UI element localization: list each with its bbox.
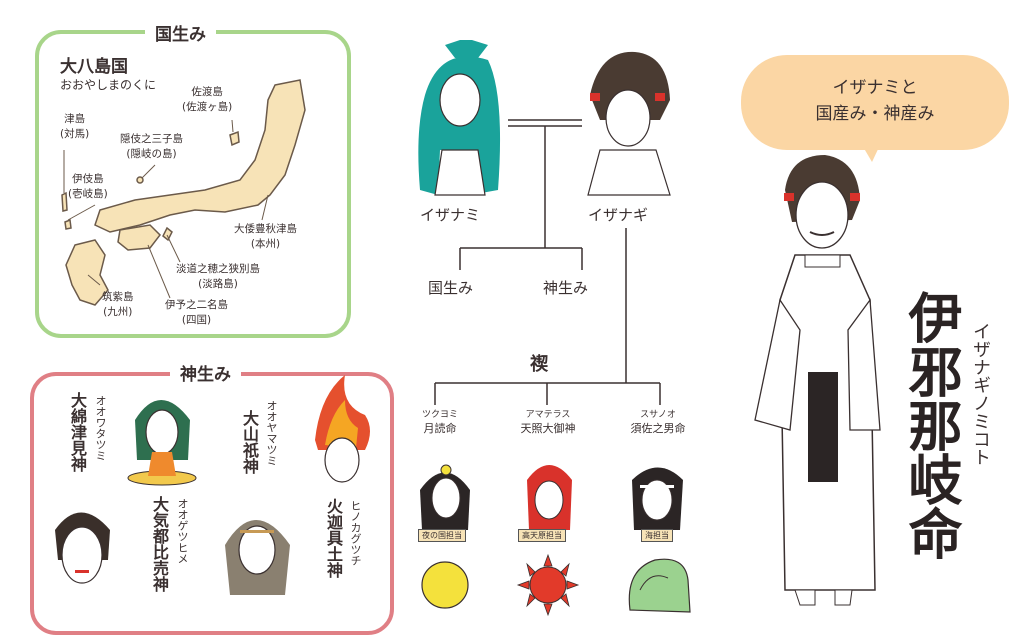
susanoo-portrait xyxy=(632,467,683,530)
kyushu-shape xyxy=(65,239,109,306)
god-reading-owatatsumi: オオワタツミ xyxy=(94,395,107,461)
tsushima-shape xyxy=(61,191,68,212)
kagutsuchi-portrait xyxy=(315,375,370,483)
plaque-tsukuyomi: 夜の国担当 xyxy=(418,529,466,542)
oyashima-reading: おおやしまのくに xyxy=(60,78,157,92)
child-name-amaterasu: 天照大御神 xyxy=(520,422,576,435)
tree-kuniumi-label: 国生み xyxy=(428,279,474,297)
bubble-line-2: 国産み・神産み xyxy=(815,104,935,124)
speech-bubble: イザナミと 国産み・神産み xyxy=(741,55,1009,150)
oki-shape xyxy=(136,176,144,184)
izanagi-portrait xyxy=(587,51,671,196)
island-label-awaji: 淡道之穂之狭別島 (淡路島) xyxy=(176,263,260,290)
bubble-line-1: イザナミと xyxy=(832,78,918,98)
tree-kamiumi-label: 神生み xyxy=(543,279,589,297)
moon-icon xyxy=(421,561,469,609)
child-reading-susanoo: スサノオ xyxy=(640,410,676,420)
sado-shape xyxy=(229,130,240,147)
island-label-shikoku: 伊予之二名島 (四国) xyxy=(165,299,228,326)
god-reading-ogetsuhime: オオゲツヒメ xyxy=(176,498,189,564)
main-god-reading: イザナギノミコト xyxy=(970,322,991,466)
shikoku-shape xyxy=(117,224,161,251)
kamiumi-title: 神生み xyxy=(170,360,241,385)
child-susanoo: スサノオ 須佐之男命 xyxy=(620,407,696,436)
ogetsuhime-portrait xyxy=(127,400,197,486)
island-label-sado: 佐渡島 (佐渡ヶ島) xyxy=(182,86,233,113)
izanami-label: イザナミ xyxy=(420,206,481,224)
island-label-kyushu: 筑紫島 (九州) xyxy=(102,291,134,318)
island-label-honshu: 大倭豊秋津島 (本州) xyxy=(234,223,297,250)
amaterasu-portrait xyxy=(527,465,572,530)
god-name-kagutsuchi: 火迦具土神 xyxy=(324,498,343,578)
god-name-ogetsuhime: 大気都比売神 xyxy=(150,496,169,592)
izanagi-label: イザナギ xyxy=(588,206,649,224)
god-reading-oyamatsumi: オオヤマツミ xyxy=(265,400,278,466)
child-reading-amaterasu: アマテラス xyxy=(525,410,571,420)
oyamatsumi-portrait xyxy=(225,520,290,595)
child-tsukuyomi: ツクヨミ 月読命 xyxy=(410,407,470,436)
island-label-tsushima: 津島 (対馬) xyxy=(60,113,90,140)
tsukuyomi-portrait xyxy=(420,464,470,530)
plaque-susanoo: 海担当 xyxy=(641,529,673,542)
owatatsumi-portrait xyxy=(55,512,110,584)
main-god-name: 伊邪那岐命 xyxy=(899,290,962,560)
plaque-amaterasu: 高天原担当 xyxy=(518,529,566,542)
awaji-shape xyxy=(162,226,173,242)
izanami-portrait xyxy=(418,40,501,196)
god-name-oyamatsumi: 大山祇神 xyxy=(240,410,259,474)
sun-icon xyxy=(516,553,580,617)
child-name-tsukuyomi: 月読命 xyxy=(423,422,457,435)
child-amaterasu: アマテラス 天照大御神 xyxy=(510,407,586,436)
iki-shape xyxy=(64,218,72,230)
island-label-iki: 伊伎島 (壱岐島) xyxy=(68,173,108,200)
god-name-owatatsumi: 大綿津見神 xyxy=(68,392,87,472)
child-reading-tsukuyomi: ツクヨミ xyxy=(421,410,458,420)
god-reading-kagutsuchi: ヒノカグツチ xyxy=(349,500,362,566)
misogi-label: 禊 xyxy=(530,354,548,375)
child-name-susanoo: 須佐之男命 xyxy=(630,422,686,435)
wave-icon xyxy=(628,558,691,613)
island-label-oki: 隠伎之三子島 (隠岐の島) xyxy=(120,133,183,160)
kuniumi-title: 国生み xyxy=(145,20,216,45)
oyashima-heading: 大八島国 xyxy=(60,57,128,77)
